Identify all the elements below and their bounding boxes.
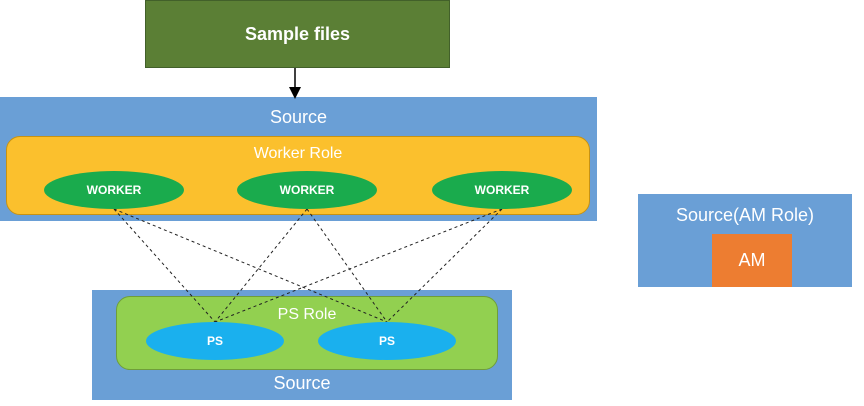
ps-role-label: PS Role [277,306,337,323]
source-am-label: Source(AM Role) [675,204,815,225]
source-top-label: Source [269,106,328,127]
am-box: AM [712,234,792,287]
sample-files-box: Sample files [145,0,450,68]
worker-node-3: WORKER [432,171,572,209]
ps-node-1: PS [146,322,284,360]
ps-node-2: PS [318,322,456,360]
worker-node-2: WORKER [237,171,377,209]
worker-role-label: Worker Role [253,145,343,162]
worker-node-1: WORKER [44,171,184,209]
source-bottom-label: Source [273,372,331,393]
